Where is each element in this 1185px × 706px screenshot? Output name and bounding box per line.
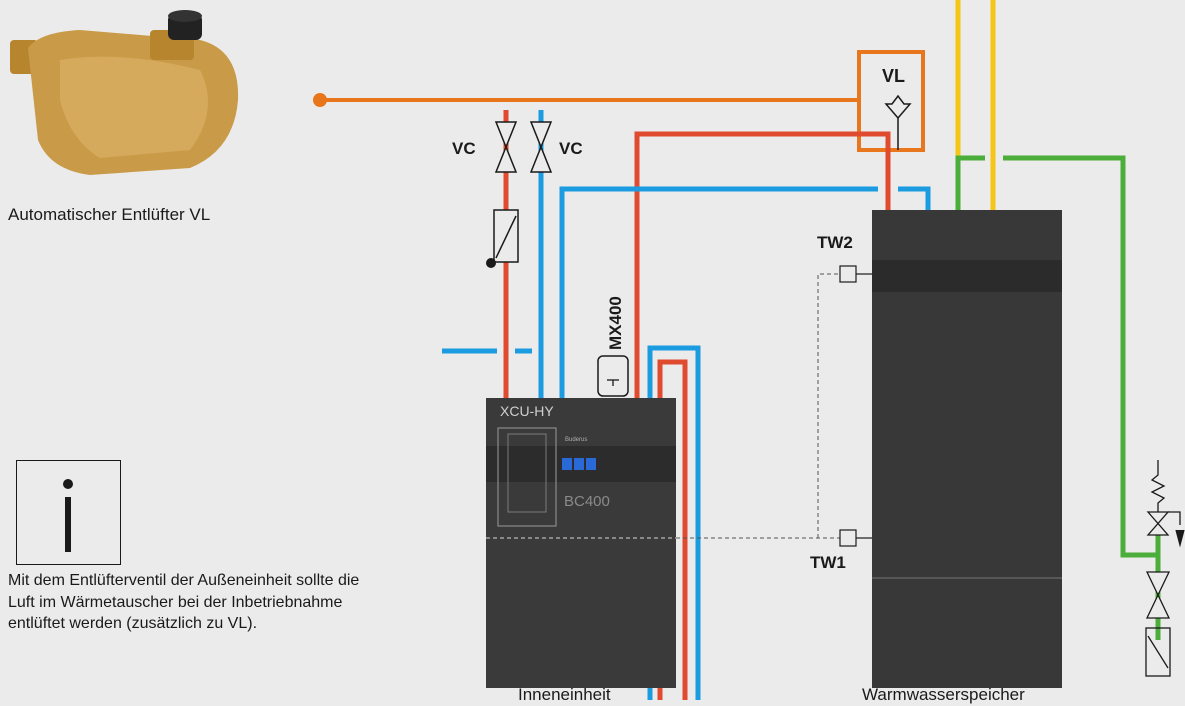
mx400-label: MX400 [606, 296, 625, 350]
cold-pipe-return [559, 186, 931, 398]
brand-logo: Buderus [565, 437, 587, 443]
indoor-unit-caption: Inneneinheit [518, 685, 611, 704]
sensor-tw1-icon [839, 529, 857, 547]
vl-label: VL [882, 66, 905, 86]
sensor-wiring [676, 273, 840, 539]
valve-vc-right-icon [529, 121, 553, 173]
info-note: Mit dem Entlüfterventil der Außeneinheit… [8, 572, 360, 632]
air-line-endpoint [313, 93, 327, 107]
valve-vc-left-icon [494, 121, 518, 173]
green-pipe [955, 155, 1158, 558]
indoor-unit-model: XCU-HY [500, 403, 554, 419]
tw2-label: TW2 [817, 233, 853, 252]
bc400-label: BC400 [564, 493, 610, 510]
air-vent-caption: Automatischer Entlüfter VL [8, 205, 211, 224]
info-icon [16, 460, 121, 565]
air-vent-box [857, 50, 925, 152]
tank-caption: Warmwasserspeicher [862, 685, 1025, 704]
tw1-label: TW1 [810, 553, 846, 572]
automatic-air-vent-image [10, 10, 239, 175]
mx400-device-icon [597, 355, 629, 397]
hot-pipe-flow [634, 131, 891, 398]
valve-vc-right-label: VC [559, 139, 583, 158]
vent-symbol-icon [884, 94, 912, 120]
valve-vc-left-label: VC [452, 139, 476, 158]
sensor-tw2-icon [839, 265, 857, 283]
safety-valve-group [1145, 460, 1185, 677]
